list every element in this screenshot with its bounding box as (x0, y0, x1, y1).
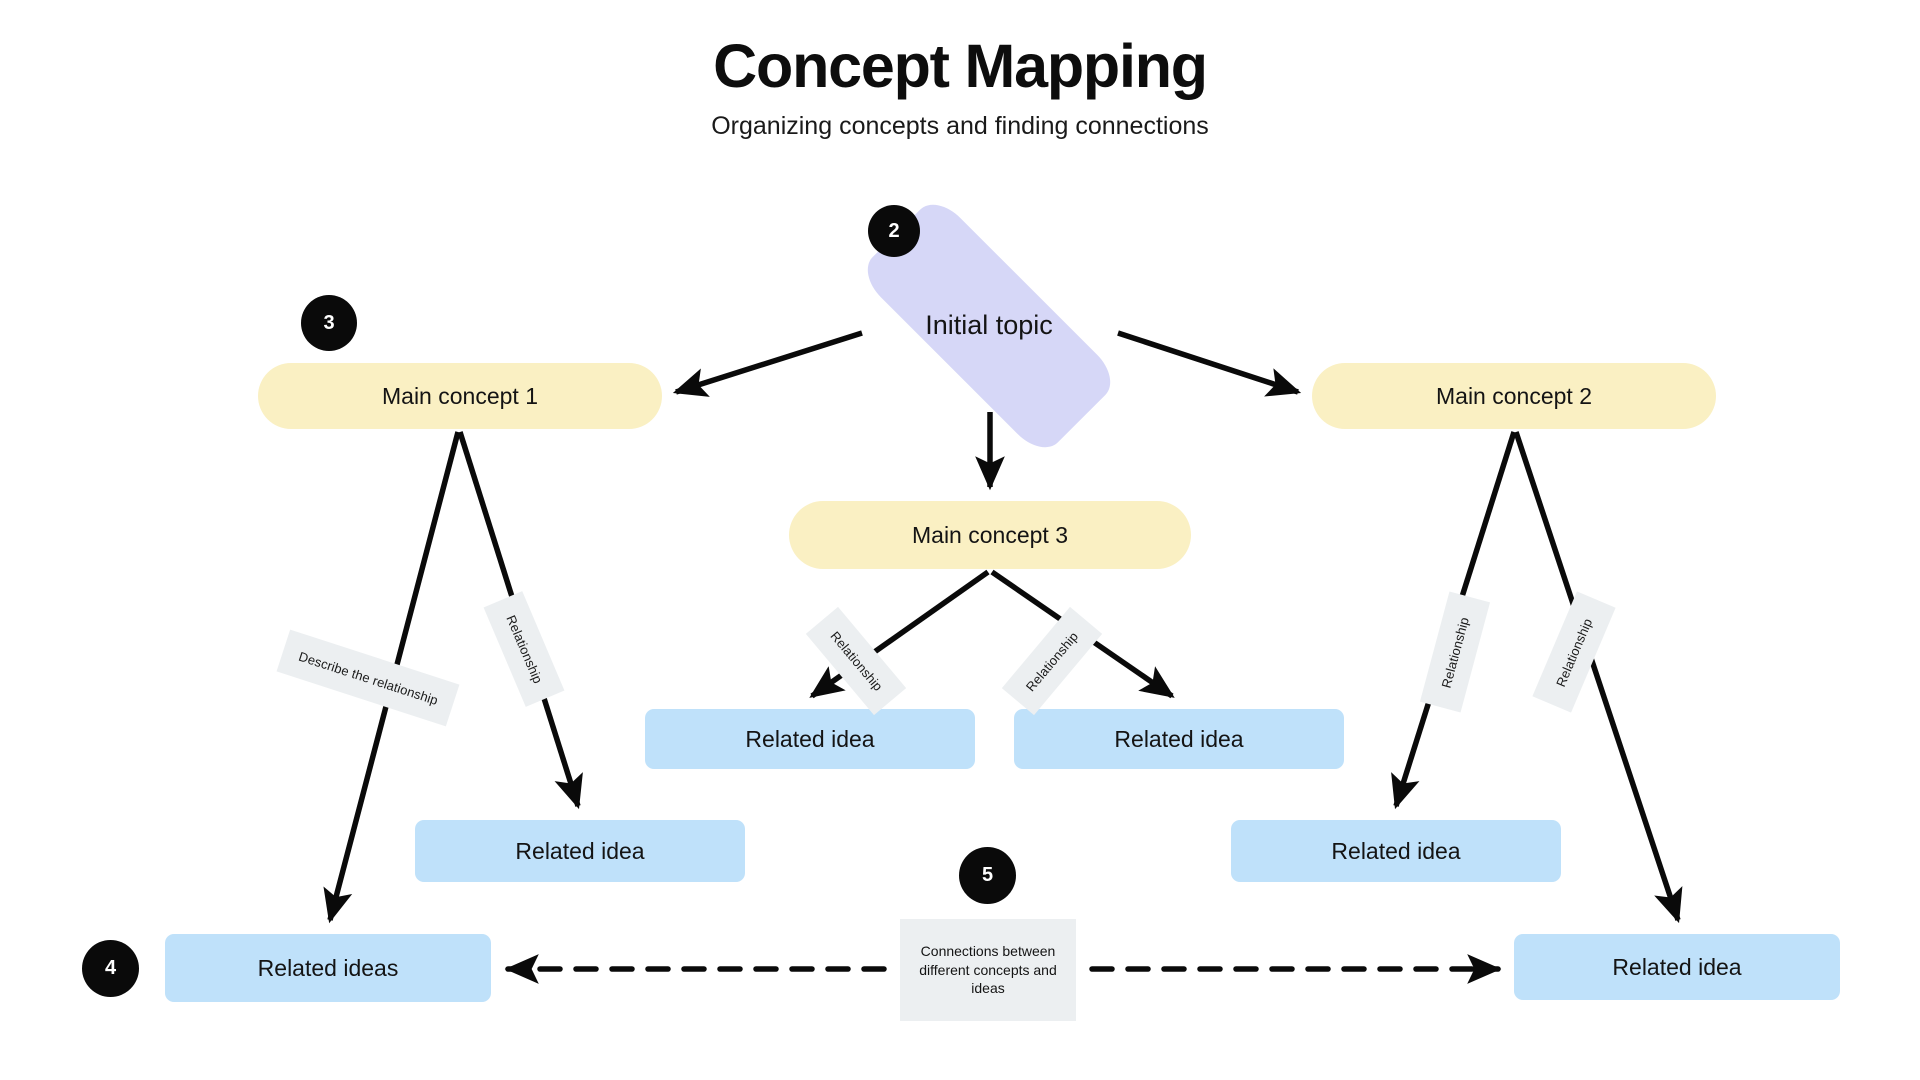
node-related-idea-center-left[interactable]: Related idea (645, 709, 975, 769)
edge-label-text: Relationship (1552, 615, 1596, 689)
node-label: Related idea (1331, 837, 1461, 864)
node-main-concept-3[interactable]: Main concept 3 (789, 501, 1191, 569)
step-badge-2[interactable]: 2 (868, 205, 920, 257)
step-badge-label: 2 (888, 219, 900, 242)
node-main-concept-1[interactable]: Main concept 1 (258, 363, 662, 429)
node-label: Main concept 1 (382, 382, 538, 409)
edge-label-describe-relationship: Describe the relationship (276, 629, 460, 727)
node-related-idea-right[interactable]: Related idea (1231, 820, 1561, 882)
page-title: Concept Mapping (713, 32, 1208, 100)
edge-label-relationship-left: Relationship (483, 591, 565, 707)
node-label: Main concept 2 (1436, 382, 1592, 409)
step-badge-label: 4 (104, 957, 117, 979)
step-badge-label: 3 (323, 311, 335, 334)
edge-label-relationship-right-outer: Relationship (1532, 591, 1616, 713)
edge-label-text: Relationship (1022, 628, 1082, 694)
node-label: Related idea (1612, 953, 1742, 980)
page-subtitle: Organizing concepts and finding connecti… (711, 112, 1209, 141)
edge-label-relationship-center-left: Relationship (805, 606, 907, 716)
node-label: Related idea (515, 837, 645, 864)
node-initial-topic[interactable]: Initial topic (856, 193, 1122, 459)
step-badge-4[interactable]: 4 (82, 940, 139, 997)
step-badge-5[interactable]: 5 (959, 847, 1016, 904)
node-label: Related ideas (257, 954, 399, 981)
node-label: Related idea (1114, 725, 1244, 752)
step-badge-label: 5 (981, 864, 994, 886)
node-label: Initial topic (925, 310, 1053, 341)
node-label: Related idea (745, 725, 875, 752)
node-related-idea-left[interactable]: Related idea (415, 820, 745, 882)
connection-note-text: Connections between different concepts a… (919, 942, 1057, 997)
node-related-idea-bottom-right[interactable]: Related idea (1514, 934, 1840, 1000)
page-header: Concept Mapping Organizing concepts and … (0, 34, 1920, 141)
step-badge-3[interactable]: 3 (301, 295, 357, 351)
node-related-idea-center-right[interactable]: Related idea (1014, 709, 1344, 769)
edge-label-text: Relationship (502, 612, 546, 686)
node-related-ideas-bottom-left[interactable]: Related ideas (165, 934, 491, 1002)
node-main-concept-2[interactable]: Main concept 2 (1312, 363, 1716, 429)
edge-label-relationship-center-right: Relationship (1001, 606, 1103, 716)
node-label: Main concept 3 (912, 521, 1068, 548)
edge-initial-to-mc1 (672, 330, 863, 397)
edge-label-relationship-right-inner: Relationship (1419, 591, 1491, 713)
connection-note: Connections between different concepts a… (900, 919, 1076, 1021)
edge-label-text: Describe the relationship (296, 648, 440, 708)
edge-label-text: Relationship (826, 628, 886, 694)
edge-label-text: Relationship (1438, 614, 1472, 690)
edge-initial-to-mc2 (1117, 330, 1302, 397)
